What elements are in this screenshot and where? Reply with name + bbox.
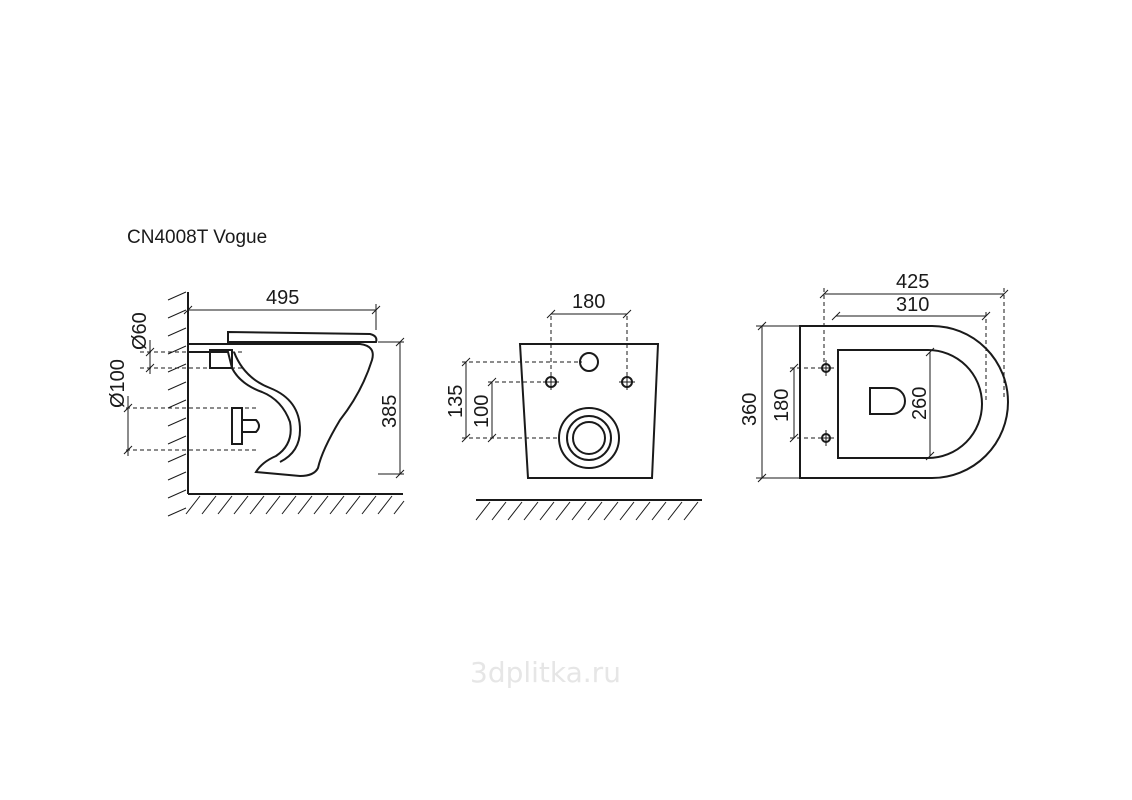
dim-back-135: 135: [445, 385, 467, 418]
dim-top-360: 360: [739, 393, 761, 426]
floor-hatch-back: [475, 499, 702, 521]
watermark: 3dplitka.ru: [470, 656, 621, 689]
side-view: 495 385 Ø60 Ø100: [107, 287, 405, 517]
outlet-ring-middle: [566, 415, 612, 461]
back-view: 180 135 100: [445, 291, 702, 521]
dim-top-180: 180: [771, 389, 793, 422]
dim-diameter-100: Ø100: [107, 359, 129, 408]
dim-top-310: 310: [896, 294, 929, 316]
dim-top-260: 260: [909, 387, 931, 420]
top-outer-outline: [799, 325, 1009, 479]
top-inner-bowl: [837, 349, 983, 459]
inlet-hole: [579, 352, 599, 372]
top-view: 425 310 360 180 260: [739, 271, 1009, 483]
drain-shape: [869, 387, 906, 415]
back-body-outline: [518, 343, 660, 479]
wall-hatch: [167, 291, 189, 517]
bowl-outline: [188, 343, 374, 478]
dim-385: 385: [379, 395, 401, 428]
dim-diameter-60: Ø60: [129, 312, 151, 350]
dim-back-100: 100: [471, 395, 493, 428]
dim-back-180: 180: [572, 291, 605, 313]
outlet-ring-inner: [572, 421, 606, 455]
floor-hatch: [185, 493, 405, 515]
dim-top-425: 425: [896, 271, 929, 293]
seat-outline: [227, 330, 378, 343]
outlet-ring-outer: [558, 407, 620, 469]
dim-495: 495: [266, 287, 299, 309]
drawing-title: CN4008T Vogue: [127, 227, 267, 248]
outlet-spigot: [231, 407, 243, 445]
